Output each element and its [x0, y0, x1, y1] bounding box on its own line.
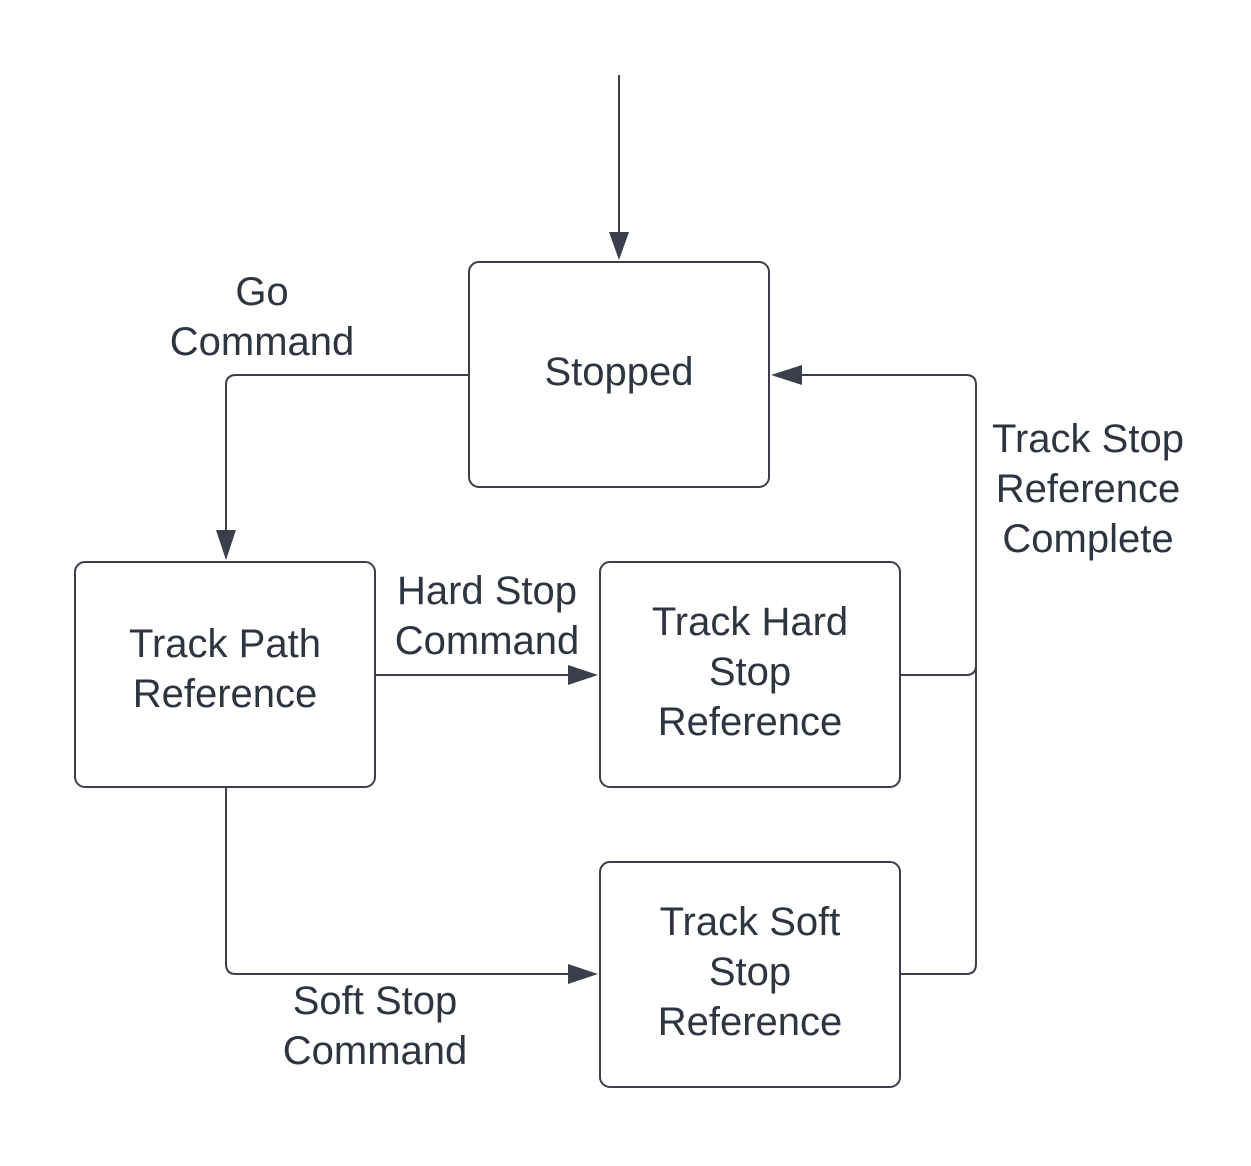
state-track-soft-stop-reference-label-line1: Track Soft [660, 900, 841, 944]
hard-stop-command-label-line1: Hard Stop [397, 569, 577, 613]
stop-complete-label-line1: Track Stop [992, 417, 1184, 461]
state-stopped-label: Stopped [544, 350, 693, 394]
state-stopped: Stopped [468, 261, 770, 488]
hard-stop-command-label: Hard Stop Command [395, 569, 580, 663]
state-track-path-reference-label-line2: Reference [133, 672, 318, 716]
state-track-hard-stop-reference-label-line3: Reference [658, 700, 843, 744]
initial-transition-arrowhead [609, 232, 629, 260]
go-command-arrowhead [216, 530, 236, 560]
soft-stop-command-line [225, 788, 572, 975]
go-command-line [225, 374, 468, 534]
stop-complete-arrowhead [771, 365, 802, 385]
state-track-path-reference: Track Path Reference [74, 561, 376, 788]
state-track-soft-stop-reference-label-line3: Reference [658, 1000, 843, 1044]
stop-complete-label-line2: Reference [996, 467, 1181, 511]
stop-complete-label-line3: Complete [1002, 517, 1173, 561]
state-stopped-box [468, 261, 770, 488]
state-track-path-reference-box [74, 561, 376, 788]
soft-stop-command-label-line1: Soft Stop [293, 979, 458, 1023]
state-track-hard-stop-reference: Track Hard Stop Reference [599, 561, 901, 788]
state-track-hard-stop-reference-label-line2: Stop [709, 650, 791, 694]
go-command-label: Go Command [170, 270, 355, 364]
hard-stop-command-arrowhead [568, 665, 598, 685]
hard-stop-command-label-line2: Command [395, 619, 580, 663]
state-track-hard-stop-reference-label-line1: Track Hard [652, 600, 848, 644]
state-track-soft-stop-reference-label-line2: Stop [709, 950, 791, 994]
stop-complete-label: Track Stop Reference Complete [992, 417, 1184, 561]
go-command-label-line2: Command [170, 320, 355, 364]
hard-stop-complete-line [798, 374, 977, 676]
soft-stop-command-arrowhead [568, 964, 598, 984]
state-track-hard-stop-reference-box [599, 561, 901, 788]
state-track-soft-stop-reference-box [599, 861, 901, 1088]
soft-stop-command-label-line2: Command [283, 1029, 468, 1073]
state-track-path-reference-label-line1: Track Path [129, 622, 321, 666]
soft-stop-complete-line [901, 665, 977, 975]
soft-stop-command-label: Soft Stop Command [283, 979, 468, 1073]
go-command-label-line1: Go [235, 270, 288, 314]
state-track-soft-stop-reference: Track Soft Stop Reference [599, 861, 901, 1088]
